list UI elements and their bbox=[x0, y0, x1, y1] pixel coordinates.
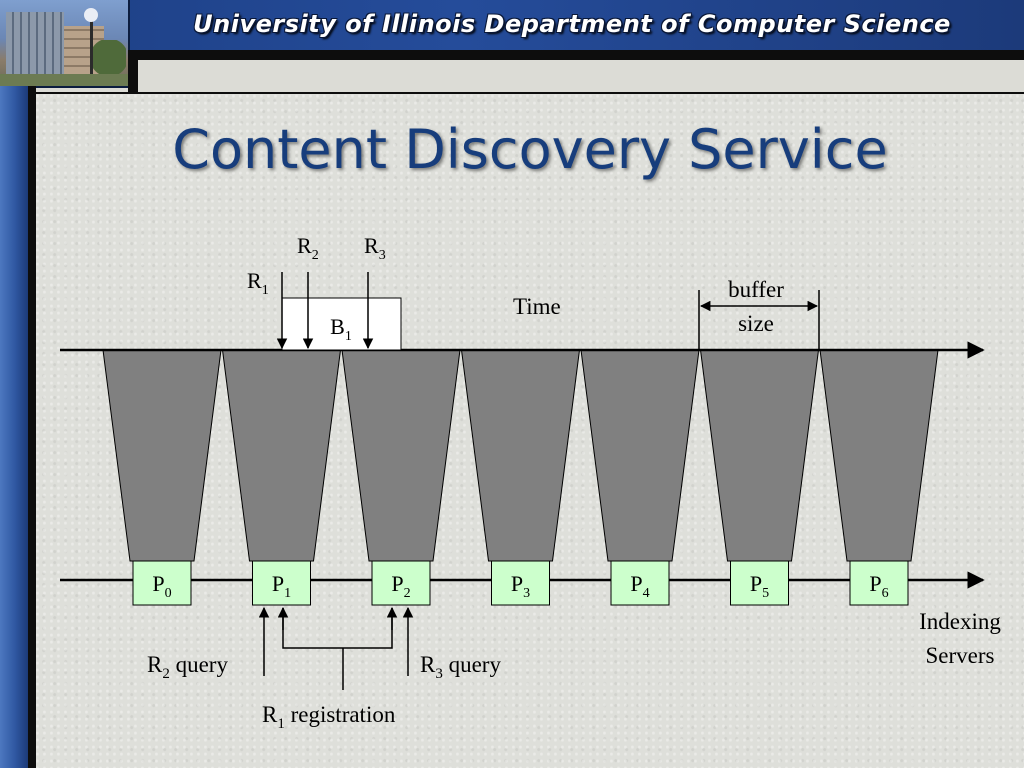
header-bar bbox=[0, 0, 1024, 50]
buffer-block-label: B1 bbox=[330, 314, 352, 344]
funnel-1 bbox=[221, 349, 342, 562]
server-label-p5: P5 bbox=[750, 571, 769, 601]
request-r1-label: R1 bbox=[247, 268, 269, 298]
server-label-p1: P1 bbox=[272, 571, 291, 601]
frame-corner bbox=[128, 60, 138, 92]
photo-ground bbox=[0, 74, 128, 86]
buffer-size-label-line1: buffer bbox=[728, 277, 784, 302]
server-group: P0 P1 P2 P3 P4 P5 P6 bbox=[132, 560, 909, 606]
server-box-p6 bbox=[849, 560, 909, 606]
funnel-0 bbox=[102, 349, 222, 562]
server-box-p1 bbox=[252, 560, 311, 606]
frame-left-blue-bar bbox=[0, 86, 28, 768]
photo-building bbox=[6, 12, 64, 74]
frame-left-dark-bar bbox=[28, 86, 36, 768]
r1-registration-bracket bbox=[282, 608, 393, 649]
server-label-p2: P2 bbox=[391, 571, 410, 601]
server-box-p5 bbox=[730, 560, 789, 606]
server-label-p4: P4 bbox=[630, 571, 649, 601]
buffer-block-b1 bbox=[281, 297, 402, 351]
campus-building-photo bbox=[0, 0, 130, 88]
request-r3-label: R3 bbox=[364, 233, 386, 263]
funnel-2 bbox=[341, 349, 461, 562]
server-label-p6: P6 bbox=[869, 571, 888, 601]
frame-top-band bbox=[128, 50, 1024, 60]
funnel-6 bbox=[819, 349, 939, 562]
server-box-p2 bbox=[371, 560, 431, 606]
funnel-3 bbox=[460, 349, 581, 562]
frame-inner-line bbox=[36, 92, 1024, 94]
photo-lamp bbox=[84, 8, 98, 22]
r2-query-label: R2 query bbox=[147, 652, 228, 682]
server-box-p0 bbox=[132, 560, 192, 606]
funnel-group bbox=[102, 349, 939, 562]
indexing-servers-label-line2: Servers bbox=[926, 643, 995, 668]
time-label: Time bbox=[513, 294, 561, 319]
funnel-4 bbox=[580, 349, 700, 562]
r3-query-label: R3 query bbox=[420, 652, 501, 682]
request-r2-label: R2 bbox=[297, 233, 319, 263]
indexing-servers-label-line1: Indexing bbox=[919, 609, 1001, 634]
header-title: University of Illinois Department of Com… bbox=[193, 10, 951, 38]
photo-lamp-post bbox=[90, 20, 93, 82]
server-box-p3 bbox=[491, 560, 550, 606]
r1-registration-label: R1 registration bbox=[262, 702, 396, 732]
funnel-5 bbox=[699, 349, 820, 562]
server-label-p3: P3 bbox=[511, 571, 530, 601]
slide-title: Content Discovery Service bbox=[172, 118, 888, 181]
buffer-size-label-line2: size bbox=[738, 311, 774, 336]
server-box-p4 bbox=[610, 560, 670, 606]
server-label-p0: P0 bbox=[152, 571, 171, 601]
